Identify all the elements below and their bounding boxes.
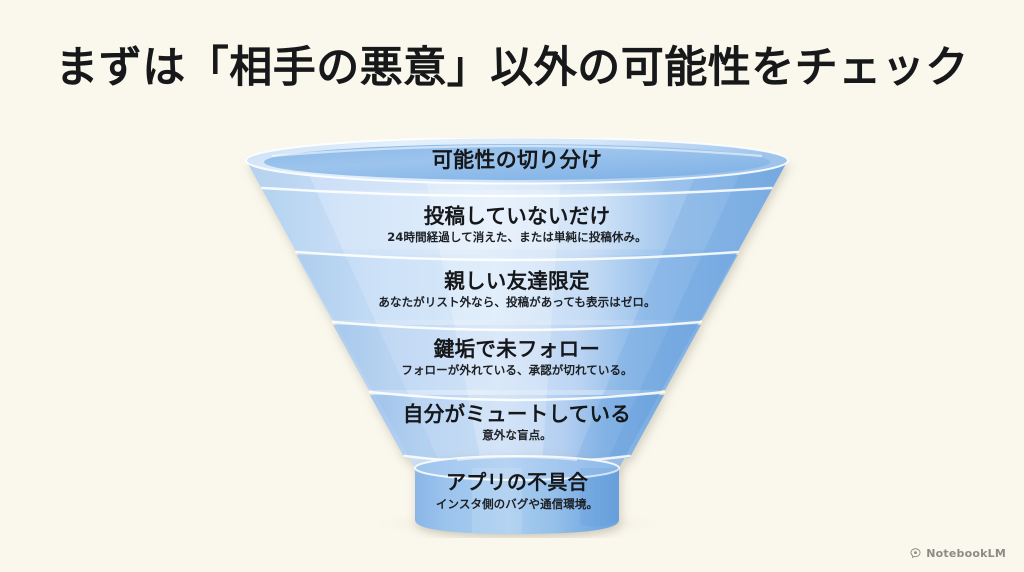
funnel-rim	[245, 138, 789, 185]
funnel-stage-2-subtitle: あなたがリスト外なら、投稿があっても表示はゼロ。	[378, 295, 656, 310]
page-title: まずは「相手の悪意」以外の可能性をチェック	[55, 43, 969, 93]
funnel-stage-3[interactable]: 鍵垢で未フォロー フォローが外れている、承認が切れている。	[232, 337, 802, 378]
notebooklm-watermark: NotebookLM	[909, 547, 1006, 560]
funnel-cone	[246, 160, 788, 468]
funnel-diagram: 可能性の切り分け 投稿していないだけ 24時間経過して消えた、または単純に投稿休…	[232, 138, 802, 538]
funnel-stage-1-title: 投稿していないだけ	[423, 204, 611, 228]
funnel-dividers	[261, 186, 773, 465]
notebooklm-icon	[910, 548, 921, 559]
funnel-stage-1[interactable]: 投稿していないだけ 24時間経過して消えた、または単純に投稿休み。	[232, 204, 802, 245]
funnel-stage-5[interactable]: アプリの不具合 インスタ側のバグや通信環境。	[232, 470, 802, 511]
funnel-stage-0-title: 可能性の切り分け	[431, 148, 603, 172]
funnel-stage-5-subtitle: インスタ側のバグや通信環境。	[435, 496, 599, 511]
funnel-stage-3-title: 鍵垢で未フォロー	[433, 337, 601, 361]
funnel-stage-4-title: 自分がミュートしている	[402, 402, 632, 426]
funnel-stage-1-subtitle: 24時間経過して消えた、または単純に投稿休み。	[387, 230, 647, 245]
funnel-stage-4[interactable]: 自分がミュートしている 意外な盲点。	[232, 402, 802, 443]
funnel-stage-5-title: アプリの不具合	[445, 470, 589, 494]
funnel-stage-2-title: 親しい友達限定	[444, 269, 590, 293]
funnel-stage-3-subtitle: フォローが外れている、承認が切れている。	[401, 363, 633, 378]
funnel-stage-labels: 可能性の切り分け 投稿していないだけ 24時間経過して消えた、または単純に投稿休…	[232, 138, 802, 538]
funnel-graphic	[245, 138, 789, 538]
funnel-stage-2[interactable]: 親しい友達限定 あなたがリスト外なら、投稿があっても表示はゼロ。	[232, 269, 802, 310]
notebooklm-watermark-label: NotebookLM	[926, 547, 1006, 560]
funnel-stage-0[interactable]: 可能性の切り分け	[232, 148, 802, 173]
funnel-stage-4-subtitle: 意外な盲点。	[482, 428, 552, 443]
funnel-neck	[414, 455, 620, 534]
